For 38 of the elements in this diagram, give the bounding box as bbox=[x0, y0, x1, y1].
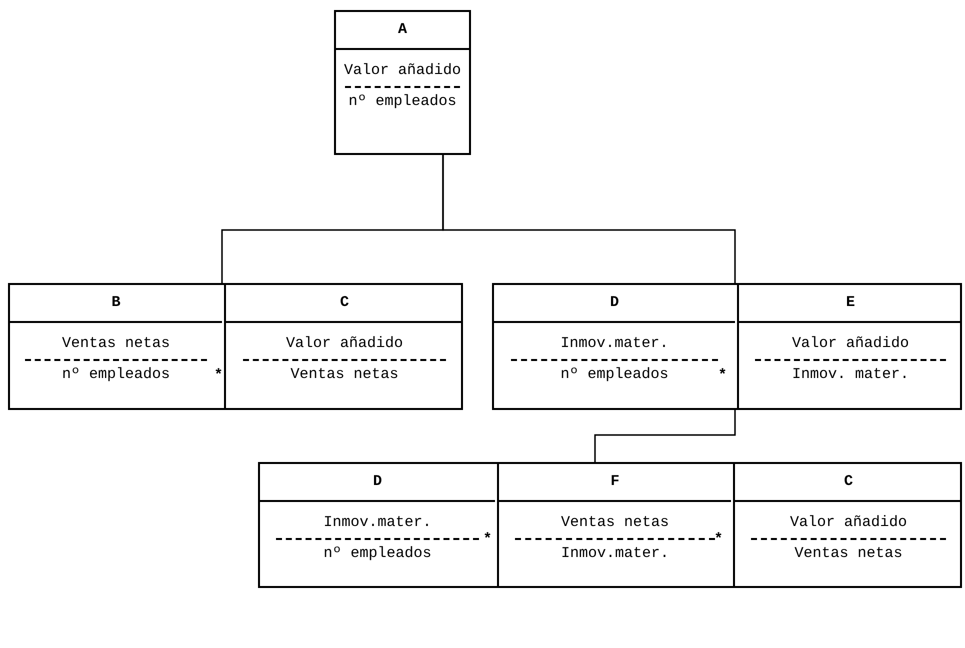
ratio-column bbox=[737, 285, 962, 408]
ratio-column bbox=[497, 464, 731, 586]
denominator-text: nº empleados bbox=[323, 544, 432, 564]
column-header: F bbox=[610, 472, 620, 492]
column-header: B bbox=[111, 292, 120, 313]
multiply-sign: * bbox=[214, 368, 224, 383]
ratio-column bbox=[733, 464, 962, 586]
numerator-text: Inmov.mater. bbox=[560, 334, 669, 354]
numerator-text: Valor añadido bbox=[790, 513, 908, 533]
denominator-text: Ventas netas bbox=[290, 364, 399, 384]
table-box bbox=[492, 283, 962, 410]
ratio-column bbox=[224, 285, 463, 408]
numerator-text: Inmov.mater. bbox=[323, 513, 432, 533]
numerator-text: Ventas netas bbox=[560, 513, 670, 533]
denominator-text: nº empleados bbox=[62, 364, 170, 384]
column-header: D bbox=[372, 472, 382, 492]
column-header: C bbox=[340, 292, 349, 313]
numerator-text: Ventas netas bbox=[62, 334, 170, 354]
table-box bbox=[334, 10, 471, 155]
denominator-text: nº empleados bbox=[560, 364, 669, 384]
numerator-text: Valor añadido bbox=[792, 334, 910, 354]
denominator-text: Inmov.mater. bbox=[560, 544, 670, 564]
connector-line bbox=[594, 410, 736, 462]
multiply-sign: * bbox=[483, 532, 492, 547]
denominator-text: Ventas netas bbox=[794, 544, 903, 564]
column-header: C bbox=[844, 472, 853, 492]
column-header: A bbox=[398, 20, 407, 40]
multiply-sign: * bbox=[718, 368, 728, 383]
denominator-text: Inmov. mater. bbox=[792, 364, 910, 384]
numerator-text: Valor añadido bbox=[344, 61, 462, 81]
table-box bbox=[8, 283, 463, 410]
table-box bbox=[258, 462, 962, 588]
numerator-text: Valor añadido bbox=[286, 334, 404, 354]
denominator-text: nº empleados bbox=[348, 92, 457, 112]
multiply-sign: * bbox=[714, 532, 724, 547]
column-header: D bbox=[610, 292, 619, 313]
column-header: E bbox=[846, 292, 855, 313]
connector-line bbox=[442, 155, 736, 283]
